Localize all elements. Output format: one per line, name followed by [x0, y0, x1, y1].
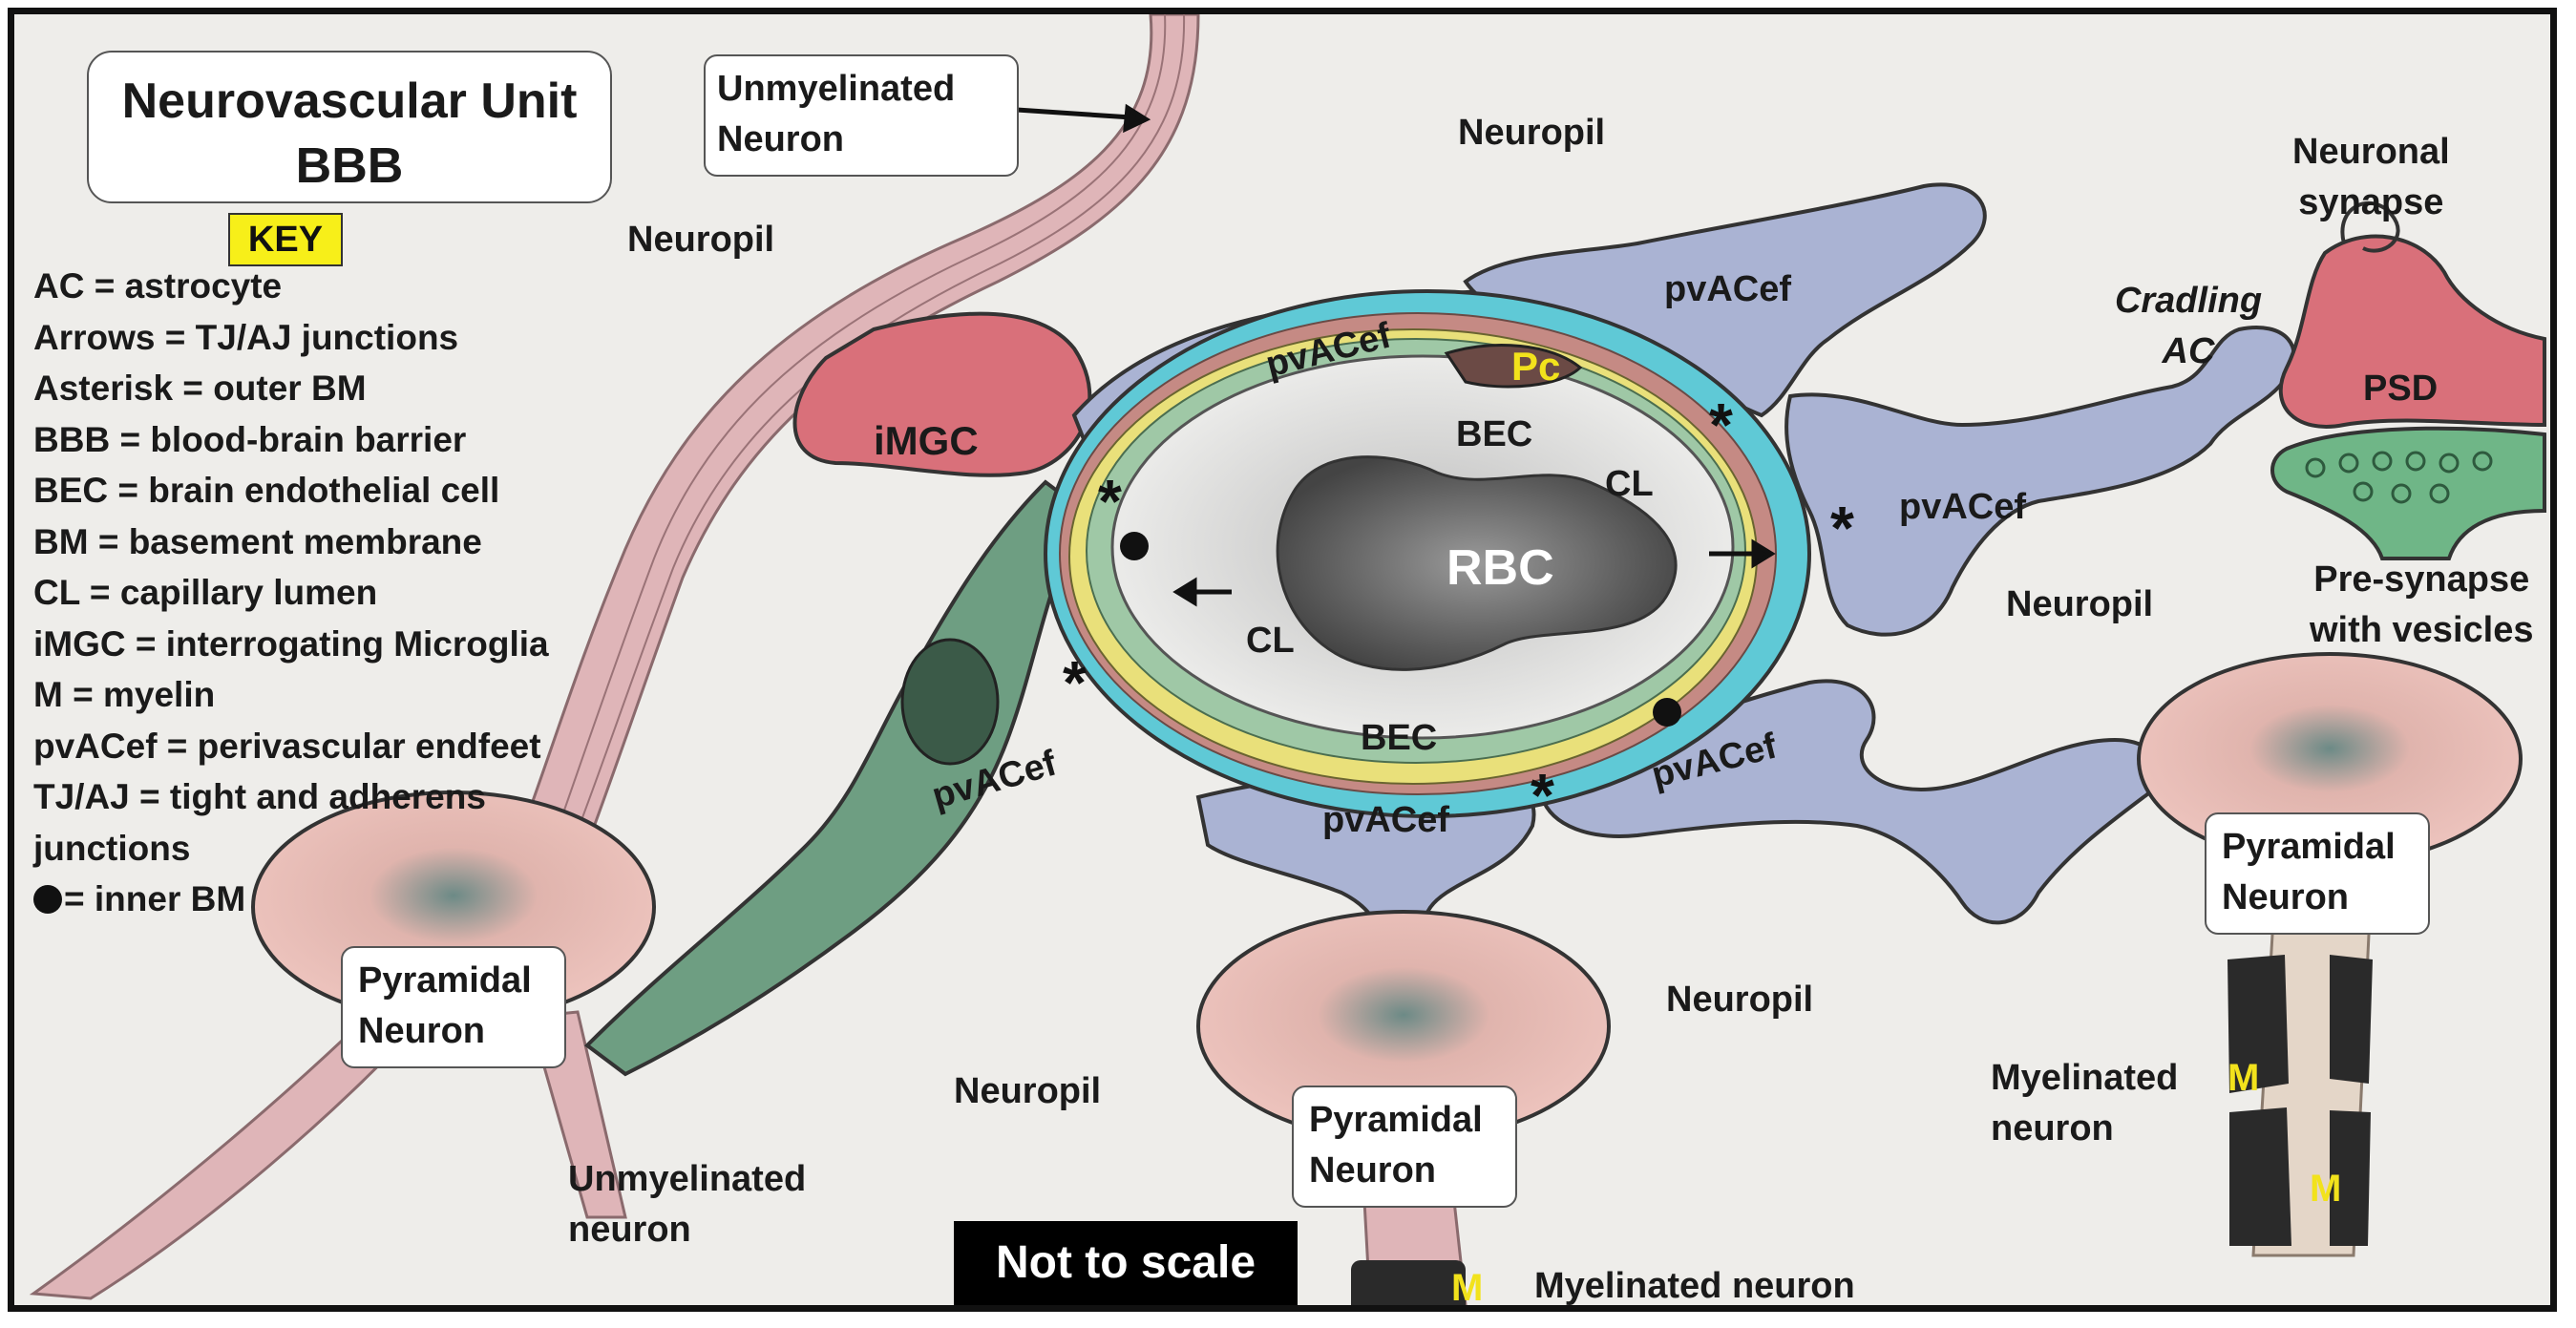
label-myelin-right-1: M — [2228, 1057, 2260, 1099]
label-neuronal-synapse: Neuronal synapse — [2292, 132, 2450, 223]
inner-bm-dot — [1120, 532, 1149, 560]
asterisk-outer-bm: * — [1531, 761, 1554, 830]
key-item: Arrows = TJ/AJ junctions — [33, 317, 459, 357]
myelin-segment-right-1 — [2228, 955, 2289, 1093]
inner-bm-dot-icon — [33, 885, 62, 914]
post-synaptic-density — [2278, 234, 2546, 429]
label-myelinated-neuron-bottom: Myelinated neuron — [1534, 1266, 1855, 1306]
key-item: TJ/AJ = tight and adherens — [33, 777, 486, 816]
pericyte — [1444, 344, 1583, 389]
label-bec-top: BEC — [1456, 414, 1533, 454]
key-item: M = myelin — [33, 675, 216, 714]
key-item: pvACef = perivascular endfeet — [33, 726, 541, 766]
key-item: BEC = brain endothelial cell — [33, 471, 500, 510]
label-pyramidal-neuron-middle: Pyramidal Neuron — [1292, 1086, 1517, 1208]
asterisk-outer-bm: * — [1709, 390, 1733, 459]
tj-arrow-left — [1172, 577, 1232, 607]
label-cl-right: CL — [1605, 464, 1654, 504]
label-cradling-ac: Cradling AC — [2114, 281, 2263, 372]
label-pvacef-right: pvACef — [1899, 487, 2027, 527]
title-box: Neurovascular Unit BBB — [87, 51, 612, 203]
key-list: AC = astrocyte Arrows = TJ/AJ junctions … — [33, 261, 549, 925]
title-line-1: Neurovascular Unit — [121, 74, 578, 129]
label-pvacef-bottom: pvACef — [1322, 800, 1450, 840]
red-blood-cell — [1276, 455, 1678, 671]
label-imgc: iMGC — [874, 418, 979, 463]
key-item: CL = capillary lumen — [33, 573, 378, 612]
key-item-dot: = inner BM — [33, 874, 549, 925]
label-cl-left: CL — [1246, 621, 1295, 661]
label-unmyelinated-neuron-bottom: Unmyelinated neuron — [568, 1159, 807, 1251]
label-myelin-bottom: M — [1451, 1267, 1484, 1309]
label-neuropil-bottom-left: Neuropil — [954, 1071, 1102, 1111]
inner-bm-dot — [1653, 698, 1681, 727]
label-pyramidal-neuron-right: Pyramidal Neuron — [2205, 812, 2430, 935]
label-pyramidal-neuron-left: Pyramidal Neuron — [341, 946, 566, 1068]
neurovascular-illustration — [29, 14, 2546, 1305]
label-neuropil-right: Neuropil — [2006, 584, 2154, 624]
key-item: AC = astrocyte — [33, 266, 283, 306]
label-rbc: RBC — [1446, 540, 1554, 596]
key-item: junctions — [33, 828, 191, 868]
asterisk-outer-bm: * — [1830, 494, 1854, 562]
label-bec-bottom: BEC — [1361, 718, 1438, 758]
label-presynapse: Pre-synapse with vesicles — [2310, 559, 2534, 651]
label-psd: PSD — [2363, 369, 2439, 409]
key-item-dot-label: = inner BM — [64, 879, 246, 918]
label-myelin-right-2: M — [2310, 1168, 2342, 1210]
label-pc: Pc — [1511, 344, 1561, 389]
label-myelinated-neuron-right: Myelinated neuron — [1991, 1058, 2179, 1149]
label-neuropil-top: Neuropil — [1458, 113, 1606, 153]
myelin-segment-bottom — [1351, 1260, 1466, 1305]
key-item: BBB = blood-brain barrier — [33, 419, 467, 459]
pvacef-right — [1784, 326, 2296, 637]
key-item: BM = basement membrane — [33, 521, 482, 561]
asterisk-outer-bm: * — [1063, 648, 1087, 717]
tj-arrow-right — [1709, 538, 1776, 569]
label-unmyelinated-neuron-top: Unmyelinated Neuron — [704, 54, 1019, 177]
microglia — [792, 311, 1092, 477]
not-to-scale-badge: Not to scale — [954, 1221, 1298, 1305]
label-neuropil-left: Neuropil — [627, 220, 775, 260]
key-heading: KEY — [228, 213, 343, 266]
title-line-2: BBB — [295, 137, 404, 194]
asterisk-outer-bm: * — [1098, 467, 1122, 536]
diagram-frame: Neurovascular Unit BBB KEY AC = astrocyt… — [8, 8, 2557, 1312]
arrow-unmyelinated-top — [1016, 103, 1151, 134]
label-neuropil-bottom-mid: Neuropil — [1666, 980, 1814, 1020]
label-pvacef-top-right: pvACef — [1664, 269, 1792, 309]
myelin-segment-right-2 — [2229, 1107, 2291, 1246]
key-item: Asterisk = outer BM — [33, 369, 367, 408]
key-item: iMGC = interrogating Microglia — [33, 623, 549, 664]
